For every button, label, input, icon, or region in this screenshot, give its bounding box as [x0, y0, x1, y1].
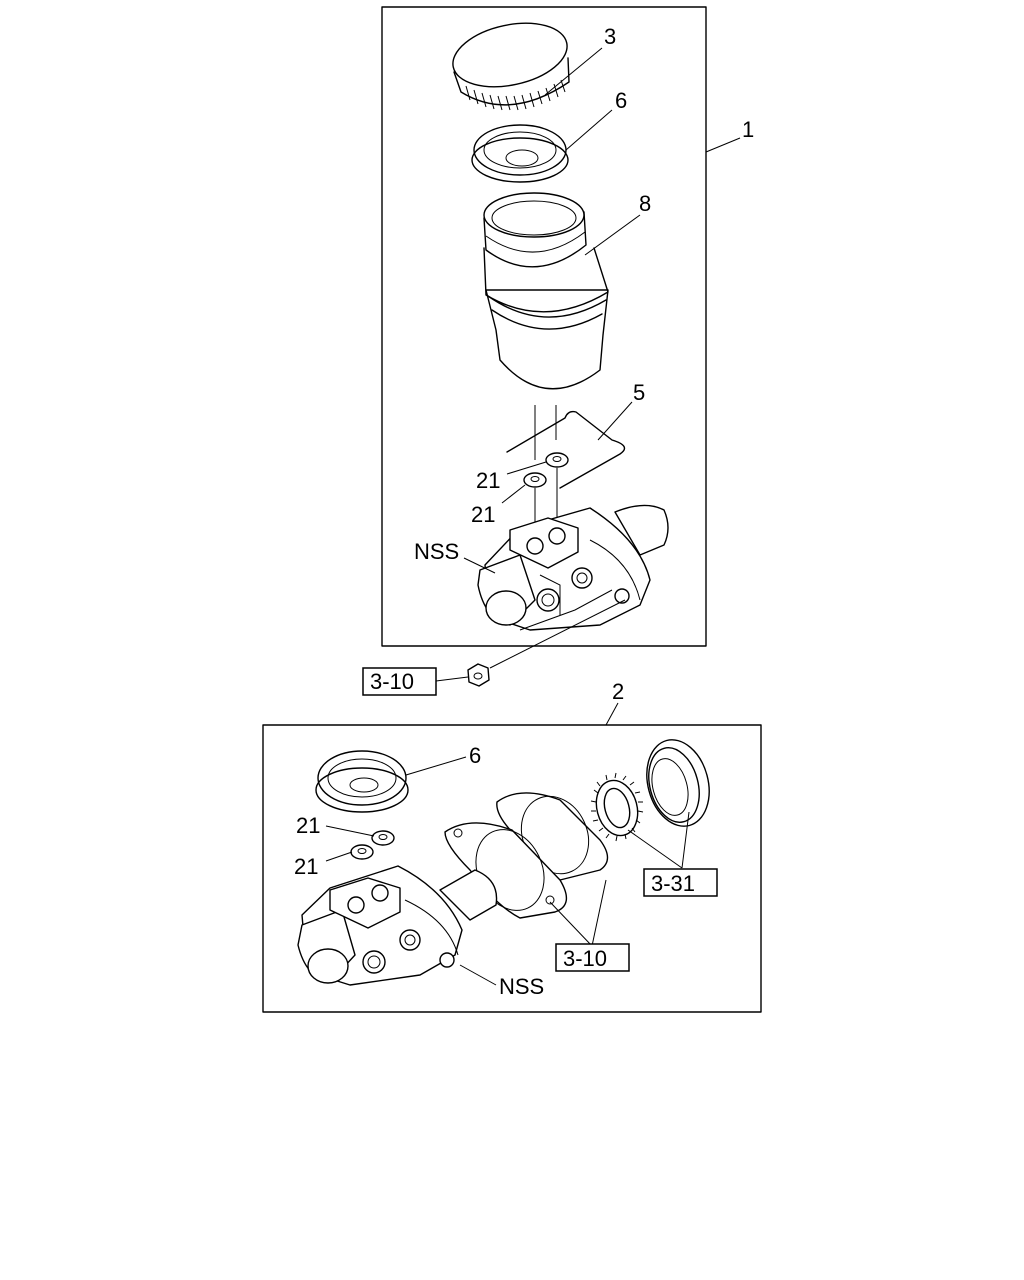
flange-gasket-rear: [496, 792, 609, 881]
retaining-pin: [506, 410, 626, 489]
grommet-bottom-lower: [350, 844, 374, 860]
label-grommet-c: 21: [296, 813, 320, 838]
ref-box-nut: [362, 667, 437, 696]
ref-box-seal: [643, 868, 718, 897]
assembly-1-frame: [381, 6, 707, 647]
master-cylinder-body-bottom: [297, 865, 498, 986]
label-ref-gasket: 3-10: [563, 946, 607, 971]
reservoir-cap: [452, 22, 570, 111]
flange-gasket-front: [444, 822, 568, 919]
label-grommet-b: 21: [471, 502, 495, 527]
label-body-top: NSS: [414, 539, 459, 564]
label-body-bottom: NSS: [499, 974, 544, 999]
label-assembly-1: 1: [742, 117, 754, 142]
diaphragm-top: [471, 124, 569, 183]
grommet-bottom-upper: [371, 830, 395, 846]
label-cap: 3: [604, 24, 616, 49]
master-cylinder-body-top: [477, 504, 669, 631]
label-diaphragm-top: 6: [615, 88, 627, 113]
label-grommet-d: 21: [294, 854, 318, 879]
grommet-upper: [545, 452, 569, 468]
cup-seal: [646, 739, 710, 827]
label-ref-nut: 3-10: [370, 669, 414, 694]
label-assembly-2: 2: [612, 679, 624, 704]
leader-lines-top: [435, 47, 741, 682]
diaphragm-bottom: [315, 750, 409, 813]
label-reservoir: 8: [639, 191, 651, 216]
grommet-lower: [523, 472, 547, 488]
label-grommet-a: 21: [476, 468, 500, 493]
assembly-2-frame: [262, 724, 762, 1013]
fluid-reservoir: [483, 192, 609, 390]
nut: [467, 663, 490, 687]
label-pin: 5: [633, 380, 645, 405]
label-diaphragm-bottom: 6: [469, 743, 481, 768]
snap-ring: [590, 772, 644, 842]
ref-box-gasket: [555, 943, 630, 972]
leader-lines-bottom: [325, 756, 690, 986]
label-ref-seal: 3-31: [651, 871, 695, 896]
